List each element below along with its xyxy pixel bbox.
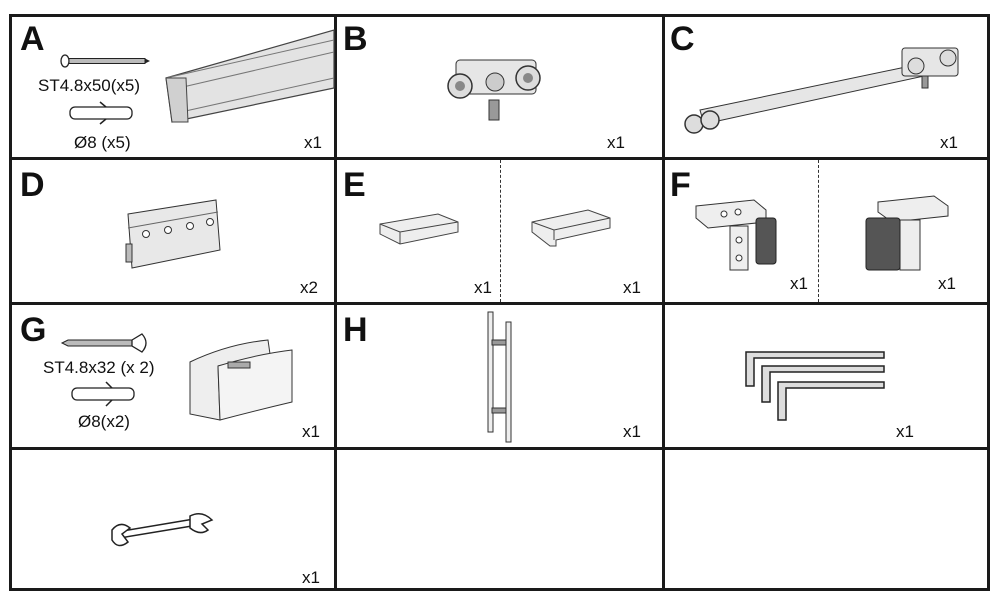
cell-letter-d: D <box>20 166 45 204</box>
glass-clamp-icon <box>125 199 221 269</box>
track-rail-icon <box>165 29 335 123</box>
quantity-left: x1 <box>474 278 492 297</box>
floor-guide-icon <box>189 339 293 421</box>
soft-close-damper-icon <box>684 47 959 134</box>
wrench-icon <box>111 513 214 547</box>
stopper-right-icon <box>531 209 611 247</box>
cell-letter-b: B <box>343 20 368 58</box>
cell-letter-f: F <box>670 166 691 204</box>
quantity: x1 <box>302 422 320 441</box>
cell-letter-a: A <box>20 20 45 58</box>
divider <box>9 157 990 160</box>
wall-anchor-icon <box>71 381 135 407</box>
anchor-label: Ø8 (x5) <box>74 133 131 152</box>
hex-keys-icon <box>745 351 885 421</box>
cell-letter-g: G <box>20 311 47 349</box>
quantity: x1 <box>607 133 625 152</box>
cell-letter-h: H <box>343 311 368 349</box>
wall-anchor-icon <box>69 101 133 125</box>
screw-icon <box>60 54 150 68</box>
dashed-divider <box>818 160 819 302</box>
quantity: x2 <box>300 278 318 297</box>
quantity-right: x1 <box>938 274 956 293</box>
divider <box>9 447 990 450</box>
quantity: x1 <box>940 133 958 152</box>
roller-trolley-icon <box>447 59 541 121</box>
quantity: x1 <box>896 422 914 441</box>
anchor-label: Ø8(x2) <box>78 412 130 431</box>
door-handle-icon <box>487 311 512 443</box>
screw-icon <box>60 333 147 353</box>
stopper-left-icon <box>379 213 459 245</box>
dashed-divider <box>500 160 501 302</box>
quantity-left: x1 <box>790 274 808 293</box>
quantity: x1 <box>304 133 322 152</box>
quantity-right: x1 <box>623 278 641 297</box>
wall-bracket-right-icon <box>865 195 949 271</box>
screw-label: ST4.8x50(x5) <box>38 76 141 95</box>
screw-label: ST4.8x32 (x 2) <box>43 358 155 377</box>
quantity: x1 <box>302 568 320 587</box>
wall-bracket-left-icon <box>695 199 777 271</box>
quantity: x1 <box>623 422 641 441</box>
cell-letter-c: C <box>670 20 695 58</box>
divider <box>9 302 990 305</box>
cell-letter-e: E <box>343 166 366 204</box>
